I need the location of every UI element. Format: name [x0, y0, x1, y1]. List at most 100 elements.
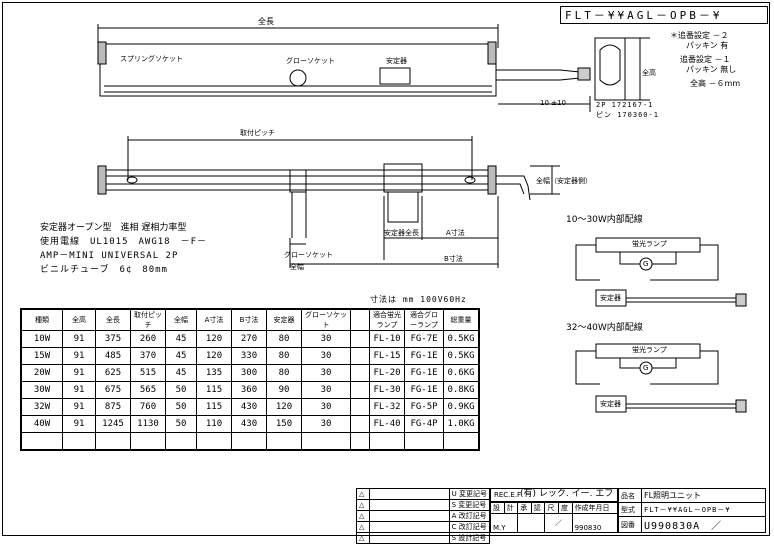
cell	[130, 432, 166, 451]
cell	[350, 330, 370, 348]
hdr-cell: 作成年月日	[571, 502, 619, 514]
cell	[350, 381, 370, 399]
wiring1-ballast-label: 安定器	[600, 294, 621, 302]
cell: 115	[196, 381, 232, 399]
company-block	[490, 488, 618, 502]
cell: 50	[165, 415, 197, 433]
glow-socket-width-label: グローソケット	[284, 251, 333, 259]
col-width: 全幅	[165, 308, 197, 331]
rev-label: S 設計記号	[448, 532, 491, 544]
table-header-row: 種類 全高 全長 取付ピッチ 全幅 A寸法 B寸法 安定器 グローソケット 適合…	[20, 308, 480, 331]
b-dim-label: B寸法	[444, 255, 463, 263]
cell: FG-4P	[404, 415, 444, 433]
cell: 91	[62, 381, 96, 399]
rev-label: C 改訂記号	[448, 521, 491, 533]
cell: FG-1E	[404, 381, 444, 399]
cell: FL-20	[369, 364, 405, 382]
cell: 0.8KG	[443, 381, 480, 399]
cell: 430	[231, 398, 267, 416]
col-glow: グローソケット	[301, 308, 351, 331]
cell	[350, 347, 370, 365]
wiring1-glow-label: G	[643, 260, 649, 268]
note-5: 全高 －６mm	[690, 79, 741, 88]
cell: 40W	[20, 415, 63, 433]
cell: 760	[130, 398, 166, 416]
units-note: 寸法は mm 100V60Hz	[370, 295, 467, 304]
ballast-length-label: 安定器全長	[384, 229, 419, 237]
model-value: FLT－¥¥AGL－OPB－¥	[641, 502, 766, 517]
hdr-cell: 尺	[544, 502, 559, 514]
cell: 0.5KG	[443, 347, 480, 365]
cell: 32W	[20, 398, 63, 416]
item-label: 品名	[618, 488, 642, 503]
cell	[165, 432, 197, 451]
designer-sign: M.Y	[489, 513, 519, 533]
cell: 675	[95, 381, 131, 399]
cell	[95, 432, 131, 451]
height-label: 全高	[642, 69, 656, 77]
rev-mark: △	[356, 488, 370, 500]
sign-block: 設 計 承 認 尺 度 作成年月日 M.Y ／ 990830	[489, 502, 619, 533]
cell: 80	[266, 330, 302, 348]
cell	[350, 364, 370, 382]
cell: FG-7E	[404, 330, 444, 348]
spec-line-2: 使用電線 UL1015 AWG18 －F－	[40, 237, 208, 247]
mount-pitch-label: 取付ピッチ	[240, 129, 275, 137]
left-socket	[97, 41, 107, 65]
revision-block: △U 変更記号 △S 変更記号 △A 改訂記号 △C 改訂記号 △S 設計記号	[356, 488, 491, 544]
cell	[266, 432, 302, 451]
cell: 45	[165, 347, 197, 365]
cell: 1245	[95, 415, 131, 433]
hdr-cell: 設	[490, 502, 505, 514]
col-height: 全高	[62, 308, 96, 331]
cell: 120	[196, 347, 232, 365]
note-3: 追番設定 －１	[680, 55, 731, 64]
hdr-cell: 計	[503, 502, 519, 514]
cell	[369, 432, 405, 451]
cell: 270	[231, 330, 267, 348]
cell: 30	[301, 330, 351, 348]
glow-socket-width2-label: 全幅	[290, 263, 304, 271]
cell: 1130	[130, 415, 166, 433]
col-b: B寸法	[231, 308, 267, 331]
overall-length-label: 全長	[258, 17, 274, 26]
cell	[20, 432, 63, 451]
rev-mark: △	[356, 521, 370, 533]
title-box: FLT－¥¥AGL－OPB－¥	[560, 6, 768, 24]
cell: FG-1E	[404, 347, 444, 365]
cell: 30	[301, 398, 351, 416]
side-fixture-body	[99, 169, 497, 191]
cell: 91	[62, 364, 96, 382]
cell	[350, 432, 370, 451]
cell	[62, 432, 96, 451]
hdr-cell: 度	[557, 502, 573, 514]
cell: FL-30	[369, 381, 405, 399]
cell: FG-1E	[404, 364, 444, 382]
glow-socket-circle	[289, 69, 307, 87]
lead-len-label: 10 ±10	[540, 99, 566, 107]
cell: FL-40	[369, 415, 405, 433]
cell: 20W	[20, 364, 63, 382]
cell: 565	[130, 381, 166, 399]
cell: 91	[62, 398, 96, 416]
cell: 430	[231, 415, 267, 433]
cell: 30	[301, 415, 351, 433]
note-1: ＊追番設定 －２	[670, 31, 729, 40]
note-4: パッキン 無し	[686, 65, 737, 74]
wiring2-ballast-label: 安定器	[600, 400, 621, 408]
cell: 0.6KG	[443, 364, 480, 382]
wiring2-lamp-label: 蛍光ランプ	[632, 346, 667, 354]
cell: 45	[165, 364, 197, 382]
col-pitch: 取付ピッチ	[130, 308, 166, 331]
ground-wire-label: 全幅（安定器側）	[536, 177, 592, 185]
cell: 120	[266, 398, 302, 416]
hdr-cell: 承	[517, 502, 532, 514]
cell: 80	[266, 347, 302, 365]
cell: FL-15	[369, 347, 405, 365]
terminal-2-label: ピン 170360-1	[596, 111, 659, 119]
